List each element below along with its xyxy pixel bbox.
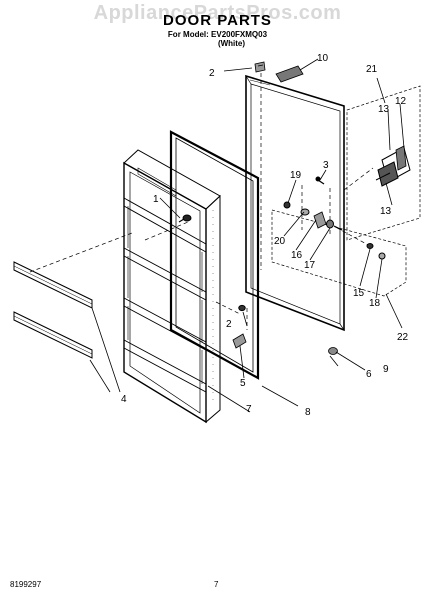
callout-8: 8 (305, 407, 311, 418)
plug-part-6 (328, 347, 338, 355)
color-line: (White) (217, 39, 246, 48)
callout-6: 6 (366, 369, 372, 380)
callout-3: 3 (323, 160, 329, 171)
document-number: 8199297 (10, 580, 42, 589)
callout-19: 19 (290, 170, 302, 181)
watermark: AppliancePartsPros.com (93, 2, 342, 24)
callout-17: 17 (304, 260, 316, 271)
handle-parts-box (271, 209, 407, 297)
leader-dashed-lines (29, 66, 374, 345)
leader-lines (89, 58, 405, 413)
screw-part-1 (178, 214, 192, 223)
door-shelf-bar-upper (13, 261, 93, 309)
screw-part-2-top (254, 61, 266, 73)
callout-20: 20 (274, 236, 286, 247)
callout-13-bottom: 13 (380, 206, 392, 217)
inner-door-liner (123, 149, 221, 424)
callout-1: 1 (153, 194, 159, 205)
model-line: For Model: EV200FXMQ03 (167, 30, 268, 39)
callout-labels: 1 2 2 3 4 5 6 7 8 9 10 12 13 13 15 16 17… (121, 53, 409, 418)
callout-5: 5 (240, 378, 246, 389)
callout-2-bottom: 2 (226, 319, 232, 330)
screw-part-2-bottom (238, 304, 246, 312)
callout-21: 21 (366, 64, 378, 75)
door-gasket (169, 130, 260, 380)
callout-13-top: 13 (378, 104, 390, 115)
callout-4: 4 (121, 394, 127, 405)
bushing-part-5 (232, 333, 247, 349)
callout-7: 7 (246, 404, 252, 415)
callout-18: 18 (369, 298, 381, 309)
hinge-assembly-box (346, 85, 421, 241)
diagram-title: DOOR PARTS (163, 12, 272, 29)
callout-2-top: 2 (209, 68, 215, 79)
hinge-bracket (375, 145, 411, 187)
page-number: 7 (214, 580, 219, 589)
callout-16: 16 (291, 250, 303, 261)
label-plate-part-10 (275, 65, 304, 83)
outer-door-panel (245, 74, 345, 332)
callout-15: 15 (353, 288, 365, 299)
callout-22: 22 (397, 332, 409, 343)
callout-12: 12 (395, 96, 407, 107)
callout-10: 10 (317, 53, 329, 64)
hinge-pin-part-3 (315, 176, 325, 185)
door-shelf-bar-lower (13, 311, 93, 359)
callout-9: 9 (383, 364, 389, 375)
